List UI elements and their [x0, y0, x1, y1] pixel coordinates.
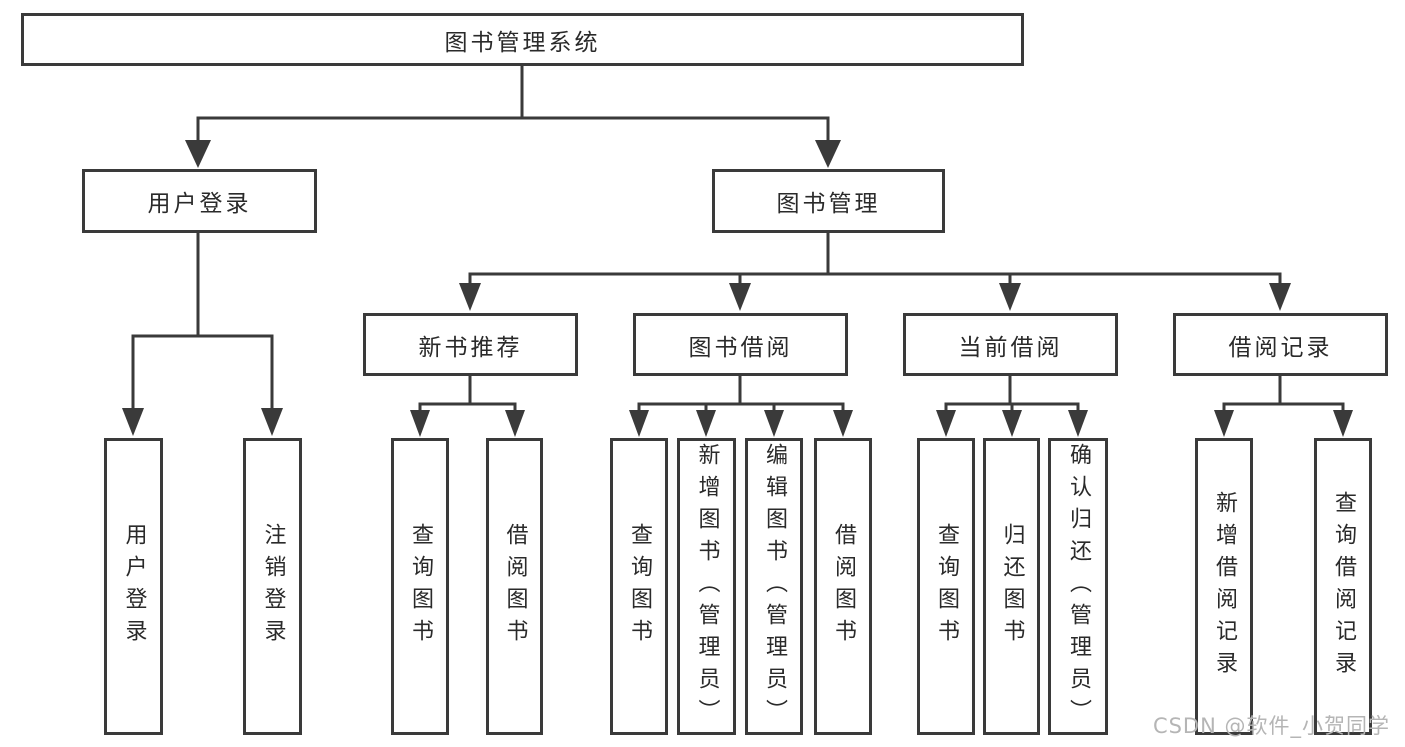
csdn-watermark: CSDN @软件_小贺同学	[1152, 714, 1390, 738]
leaf-cb-query-books: 查询图书	[917, 438, 975, 735]
leaf-bb-query-books: 查询图书	[610, 438, 668, 735]
arrowheads-level3	[459, 283, 1291, 311]
leaf-bb-add-books-admin-label: 新增图书（管理员）	[694, 442, 720, 731]
connector-book-borrow-children	[637, 374, 845, 416]
arrowheads-book-borrow-children	[629, 410, 853, 437]
node-current-borrowing: 当前借阅	[903, 313, 1118, 376]
connector-new-book-children	[418, 374, 517, 416]
leaf-br-add-borrow-record-label: 新增借阅记录	[1212, 490, 1237, 683]
leaf-nb-query-books-label: 查询图书	[408, 522, 433, 651]
leaf-cb-query-books-label: 查询图书	[934, 522, 959, 651]
connector-user-login-children	[131, 231, 274, 416]
leaf-bb-query-books-label: 查询图书	[627, 522, 652, 651]
node-book-borrowing: 图书借阅	[633, 313, 848, 376]
leaf-cb-confirm-return-admin-label: 确认归还（管理员）	[1066, 442, 1091, 731]
arrowheads-user-login-children	[122, 408, 283, 436]
connector-current-borrow-children	[944, 374, 1080, 416]
leaf-cb-return-books: 归还图书	[983, 438, 1040, 735]
connector-book-mgmt-to-level3	[468, 231, 1282, 290]
node-book-management-system: 图书管理系统	[21, 13, 1024, 66]
node-borrowing-records: 借阅记录	[1173, 313, 1388, 376]
connector-root-to-level2	[196, 63, 830, 148]
arrowheads-borrow-records-children	[1214, 410, 1353, 437]
leaf-br-add-borrow-record: 新增借阅记录	[1195, 438, 1253, 735]
connector-borrow-records-children	[1222, 374, 1345, 416]
leaf-nb-borrow-books: 借阅图书	[486, 438, 543, 735]
leaf-bb-borrow-books: 借阅图书	[814, 438, 872, 735]
node-book-management: 图书管理	[712, 169, 945, 233]
leaf-logout: 注销登录	[243, 438, 302, 735]
arrowheads-level2	[185, 140, 841, 168]
leaf-br-query-borrow-record: 查询借阅记录	[1314, 438, 1372, 735]
leaf-user-login-label: 用户登录	[121, 522, 147, 651]
arrowheads-new-book-children	[410, 410, 525, 437]
leaf-bb-edit-books-admin-label: 编辑图书（管理员）	[762, 442, 787, 731]
leaf-user-login: 用户登录	[104, 438, 163, 735]
leaf-bb-borrow-books-label: 借阅图书	[831, 522, 856, 651]
leaf-nb-borrow-books-label: 借阅图书	[502, 522, 528, 651]
node-new-book-recommendation: 新书推荐	[363, 313, 578, 376]
leaf-bb-add-books-admin: 新增图书（管理员）	[677, 438, 736, 735]
arrowheads-current-borrow-children	[936, 410, 1088, 437]
leaf-bb-edit-books-admin: 编辑图书（管理员）	[745, 438, 803, 735]
leaf-cb-return-books-label: 归还图书	[999, 522, 1025, 651]
leaf-nb-query-books: 查询图书	[391, 438, 449, 735]
leaf-logout-label: 注销登录	[260, 522, 286, 651]
leaf-br-query-borrow-record-label: 查询借阅记录	[1331, 490, 1356, 683]
node-user-login: 用户登录	[82, 169, 317, 233]
leaf-cb-confirm-return-admin: 确认归还（管理员）	[1048, 438, 1108, 735]
